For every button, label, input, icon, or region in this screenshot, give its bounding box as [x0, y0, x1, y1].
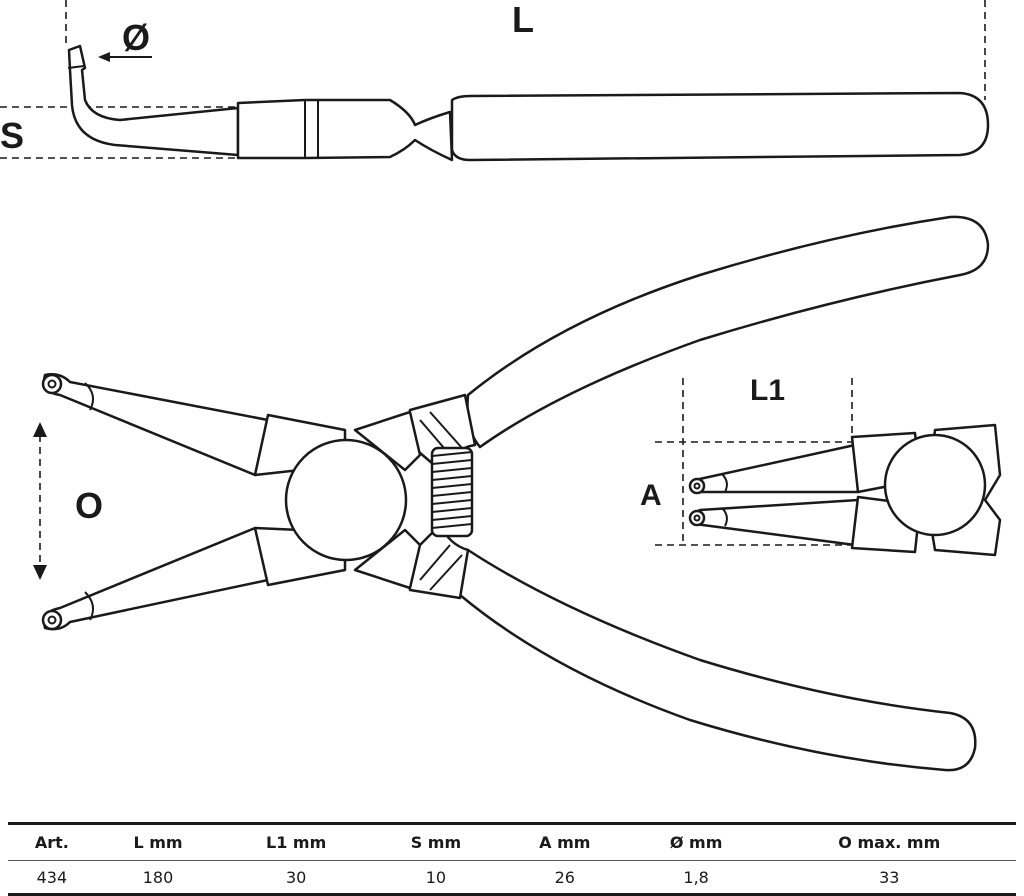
a-label: A — [640, 479, 662, 512]
lower-jaw — [42, 526, 270, 631]
cell-o-max: 33 — [879, 867, 900, 887]
pivot — [284, 438, 408, 562]
spec-table: Art. L mm L1 mm S mm A mm Ø mm O max. mm… — [8, 822, 1016, 896]
col-o-max: O max. mm — [762, 823, 1016, 861]
cell-a: 26 — [554, 867, 575, 887]
length-label: L — [512, 0, 534, 40]
diameter-label: Ø — [122, 17, 150, 58]
opening-dimension — [33, 422, 47, 580]
cell-l: 180 — [142, 867, 174, 887]
cell-l1: 30 — [285, 867, 307, 887]
col-diameter: Ø mm — [629, 823, 763, 861]
col-a: A mm — [499, 823, 630, 861]
lower-handle — [457, 548, 977, 772]
upper-handle — [466, 215, 990, 449]
upper-jaw — [42, 373, 270, 477]
cell-s: 10 — [425, 867, 447, 887]
table-header-row: Art. L mm L1 mm S mm A mm Ø mm O max. mm — [8, 823, 1016, 861]
cell-art: 434 — [36, 867, 68, 887]
side-view — [0, 0, 990, 162]
cell-diameter: 1,8 — [683, 867, 709, 887]
col-s: S mm — [372, 823, 500, 861]
table-row: 434 180 30 10 26 1,8 33 — [8, 861, 1016, 895]
col-art: Art. — [8, 823, 96, 861]
col-l1: L1 mm — [220, 823, 373, 861]
diameter-arrow — [98, 52, 152, 62]
l1-label: L1 — [750, 374, 785, 407]
detail-view — [655, 378, 1002, 557]
pliers-diagram: Ø L S O L1 A — [0, 0, 1002, 772]
opening-label: O — [75, 485, 103, 526]
spring — [430, 446, 474, 538]
col-l: L mm — [95, 823, 221, 861]
s-label: S — [0, 115, 24, 156]
main-view — [33, 215, 990, 772]
